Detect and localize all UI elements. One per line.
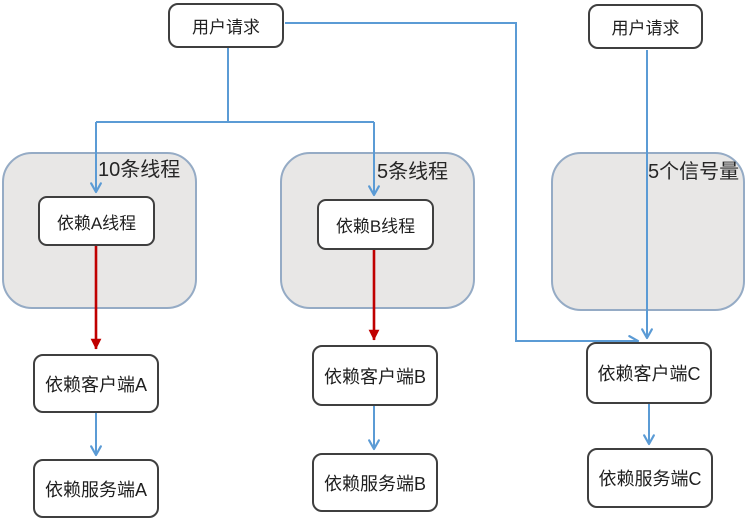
user-request-right-box: 用户请求 bbox=[588, 4, 703, 49]
thread-pool-a-label: 10条线程 bbox=[98, 159, 181, 181]
dependency-server-c-box: 依赖服务端C bbox=[587, 448, 713, 508]
semaphore-c-label: 5个信号量 bbox=[648, 161, 740, 183]
dependency-b-thread-box: 依赖B线程 bbox=[317, 199, 434, 250]
dependency-server-b-box: 依赖服务端B bbox=[312, 453, 438, 512]
dependency-client-c-box: 依赖客户端C bbox=[586, 342, 712, 404]
dependency-client-a-box: 依赖客户端A bbox=[33, 354, 159, 413]
user-request-left-box: 用户请求 bbox=[168, 3, 284, 48]
dependency-client-b-box: 依赖客户端B bbox=[312, 345, 438, 406]
thread-pool-b-label: 5条线程 bbox=[377, 161, 449, 183]
dependency-a-thread-box: 依赖A线程 bbox=[38, 196, 155, 246]
dependency-server-a-box: 依赖服务端A bbox=[33, 459, 159, 518]
